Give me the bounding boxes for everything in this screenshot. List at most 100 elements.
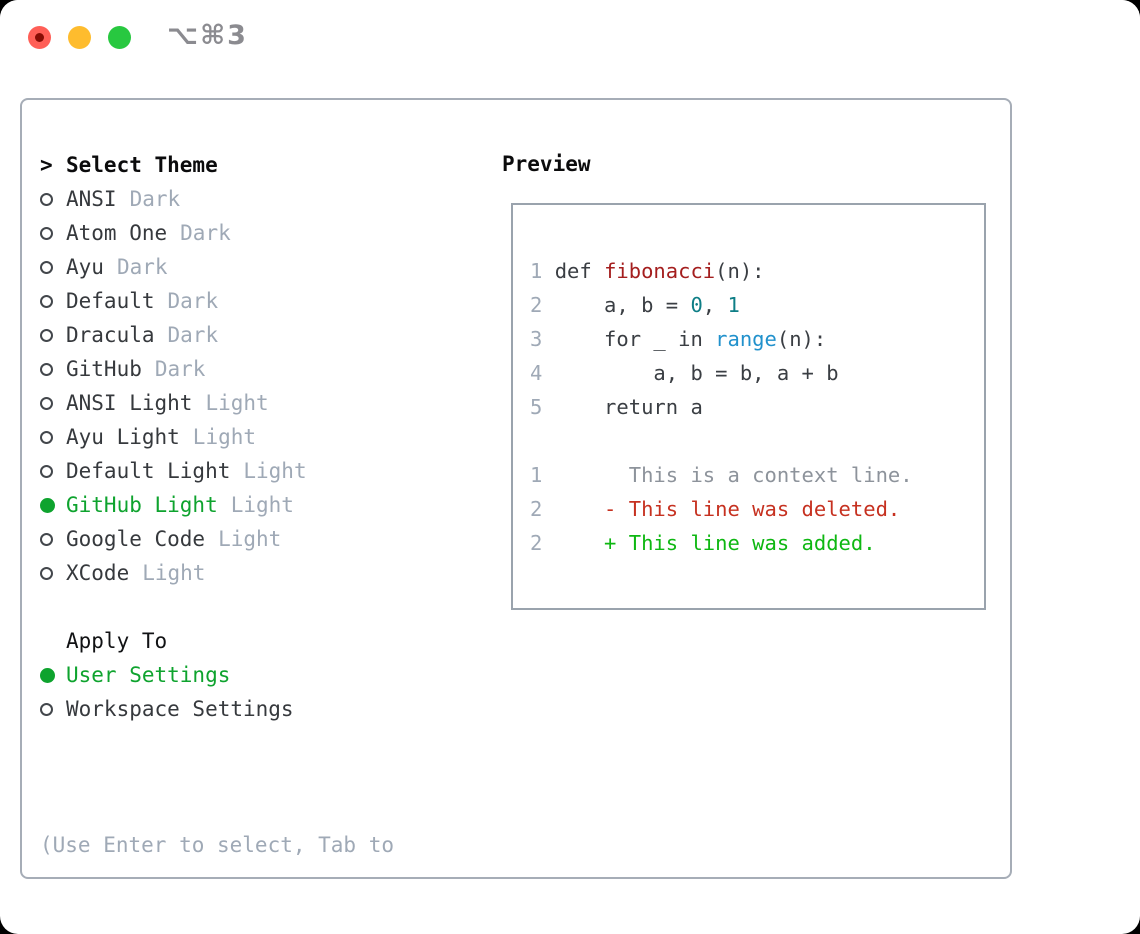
radio-circle bbox=[40, 566, 53, 580]
radio-circle bbox=[40, 294, 53, 308]
theme-option[interactable]: Ayu Dark bbox=[40, 250, 307, 284]
traffic-lights bbox=[28, 26, 131, 49]
token-linenum: 1 bbox=[530, 259, 555, 283]
radio-circle bbox=[40, 362, 53, 376]
radio-selected-icon bbox=[40, 667, 66, 683]
token-number: 0 bbox=[690, 293, 703, 317]
radio-unselected-icon bbox=[40, 192, 66, 206]
select-theme-header-row: > Select Theme bbox=[40, 148, 307, 182]
window-title-shortcut: ⌥⌘3 bbox=[167, 20, 248, 51]
token-builtin: range bbox=[715, 327, 777, 351]
hint-line-2: change focus) bbox=[40, 930, 394, 934]
preview-line bbox=[530, 424, 984, 458]
token-func: fibonacci bbox=[604, 259, 716, 283]
preview-line: 5 return a bbox=[530, 390, 984, 424]
theme-option[interactable]: ANSI Light Light bbox=[40, 386, 307, 420]
option-label: User Settings bbox=[66, 663, 231, 687]
apply-to-header-row: Apply To bbox=[40, 624, 294, 658]
option-label: ANSI Light bbox=[66, 391, 193, 415]
option-label: ANSI bbox=[66, 187, 117, 211]
preview-line: 1 def fibonacci(n): bbox=[530, 254, 984, 288]
radio-unselected-icon bbox=[40, 328, 66, 342]
radio-circle bbox=[40, 226, 53, 240]
token-context: This is a context line. bbox=[554, 463, 913, 487]
theme-variant-label: Dark bbox=[116, 255, 168, 279]
theme-variant-label: Dark bbox=[129, 187, 181, 211]
option-label: XCode bbox=[66, 561, 130, 585]
token-code: def bbox=[554, 259, 605, 283]
apply-option[interactable]: Workspace Settings bbox=[40, 692, 294, 726]
theme-variant-label: Dark bbox=[180, 221, 231, 245]
option-label: Default bbox=[66, 289, 155, 313]
preview-line: 2 a, b = 0, 1 bbox=[530, 288, 984, 322]
minimize-button[interactable] bbox=[68, 26, 91, 49]
radio-circle bbox=[40, 430, 53, 444]
token-linenum: 2 bbox=[530, 293, 555, 317]
token-code: return a bbox=[554, 395, 703, 419]
radio-unselected-icon bbox=[40, 226, 66, 240]
theme-variant-label: Light bbox=[230, 493, 294, 517]
keyboard-hint: (Use Enter to select, Tab to change focu… bbox=[40, 760, 394, 934]
option-label: Ayu bbox=[66, 255, 104, 279]
radio-unselected-icon bbox=[40, 532, 66, 546]
option-label: Google Code bbox=[66, 527, 206, 551]
radio-unselected-icon bbox=[40, 396, 66, 410]
preview-title: Preview bbox=[502, 152, 591, 176]
radio-unselected-icon bbox=[40, 702, 66, 716]
theme-variant-label: Dark bbox=[167, 323, 219, 347]
radio-circle bbox=[40, 192, 53, 206]
close-button[interactable] bbox=[28, 26, 51, 49]
radio-unselected-icon bbox=[40, 260, 66, 274]
apply-to-title: Apply To bbox=[66, 629, 168, 653]
radio-circle bbox=[40, 396, 53, 410]
apply-option[interactable]: User Settings bbox=[40, 658, 294, 692]
token-linenum: 3 bbox=[530, 327, 555, 351]
radio-circle bbox=[40, 328, 53, 342]
radio-unselected-icon bbox=[40, 566, 66, 580]
cursor-marker: > bbox=[40, 153, 66, 177]
theme-variant-label: Dark bbox=[154, 357, 206, 381]
theme-variant-label: Light bbox=[205, 391, 269, 415]
zoom-button[interactable] bbox=[108, 26, 131, 49]
radio-unselected-icon bbox=[40, 362, 66, 376]
theme-option[interactable]: Atom One Dark bbox=[40, 216, 307, 250]
token-code: (n): bbox=[715, 259, 765, 283]
radio-unselected-icon bbox=[40, 294, 66, 308]
hint-line-1: (Use Enter to select, Tab to bbox=[40, 833, 395, 857]
token-deleted: - This line was deleted. bbox=[554, 497, 901, 521]
token-linenum: 2 bbox=[530, 497, 555, 521]
titlebar: ⌥⌘3 bbox=[0, 0, 1140, 97]
token-code: for _ in bbox=[554, 327, 716, 351]
option-label: Default Light bbox=[66, 459, 231, 483]
preview-line: 1 This is a context line. bbox=[530, 458, 984, 492]
token-number: 1 bbox=[727, 293, 740, 317]
radio-selected-icon bbox=[40, 497, 66, 513]
preview-line: 2 - This line was deleted. bbox=[530, 492, 984, 526]
select-theme-title: Select Theme bbox=[66, 153, 218, 177]
option-label: Ayu Light bbox=[66, 425, 180, 449]
token-code: , bbox=[702, 293, 728, 317]
token-linenum: 5 bbox=[530, 395, 555, 419]
token-linenum: 1 bbox=[530, 463, 555, 487]
radio-unselected-icon bbox=[40, 464, 66, 478]
radio-circle bbox=[40, 497, 55, 513]
radio-circle bbox=[40, 532, 53, 546]
option-label: Atom One bbox=[66, 221, 168, 245]
preview-line: 3 for _ in range(n): bbox=[530, 322, 984, 356]
theme-option[interactable]: ANSI Dark bbox=[40, 182, 307, 216]
